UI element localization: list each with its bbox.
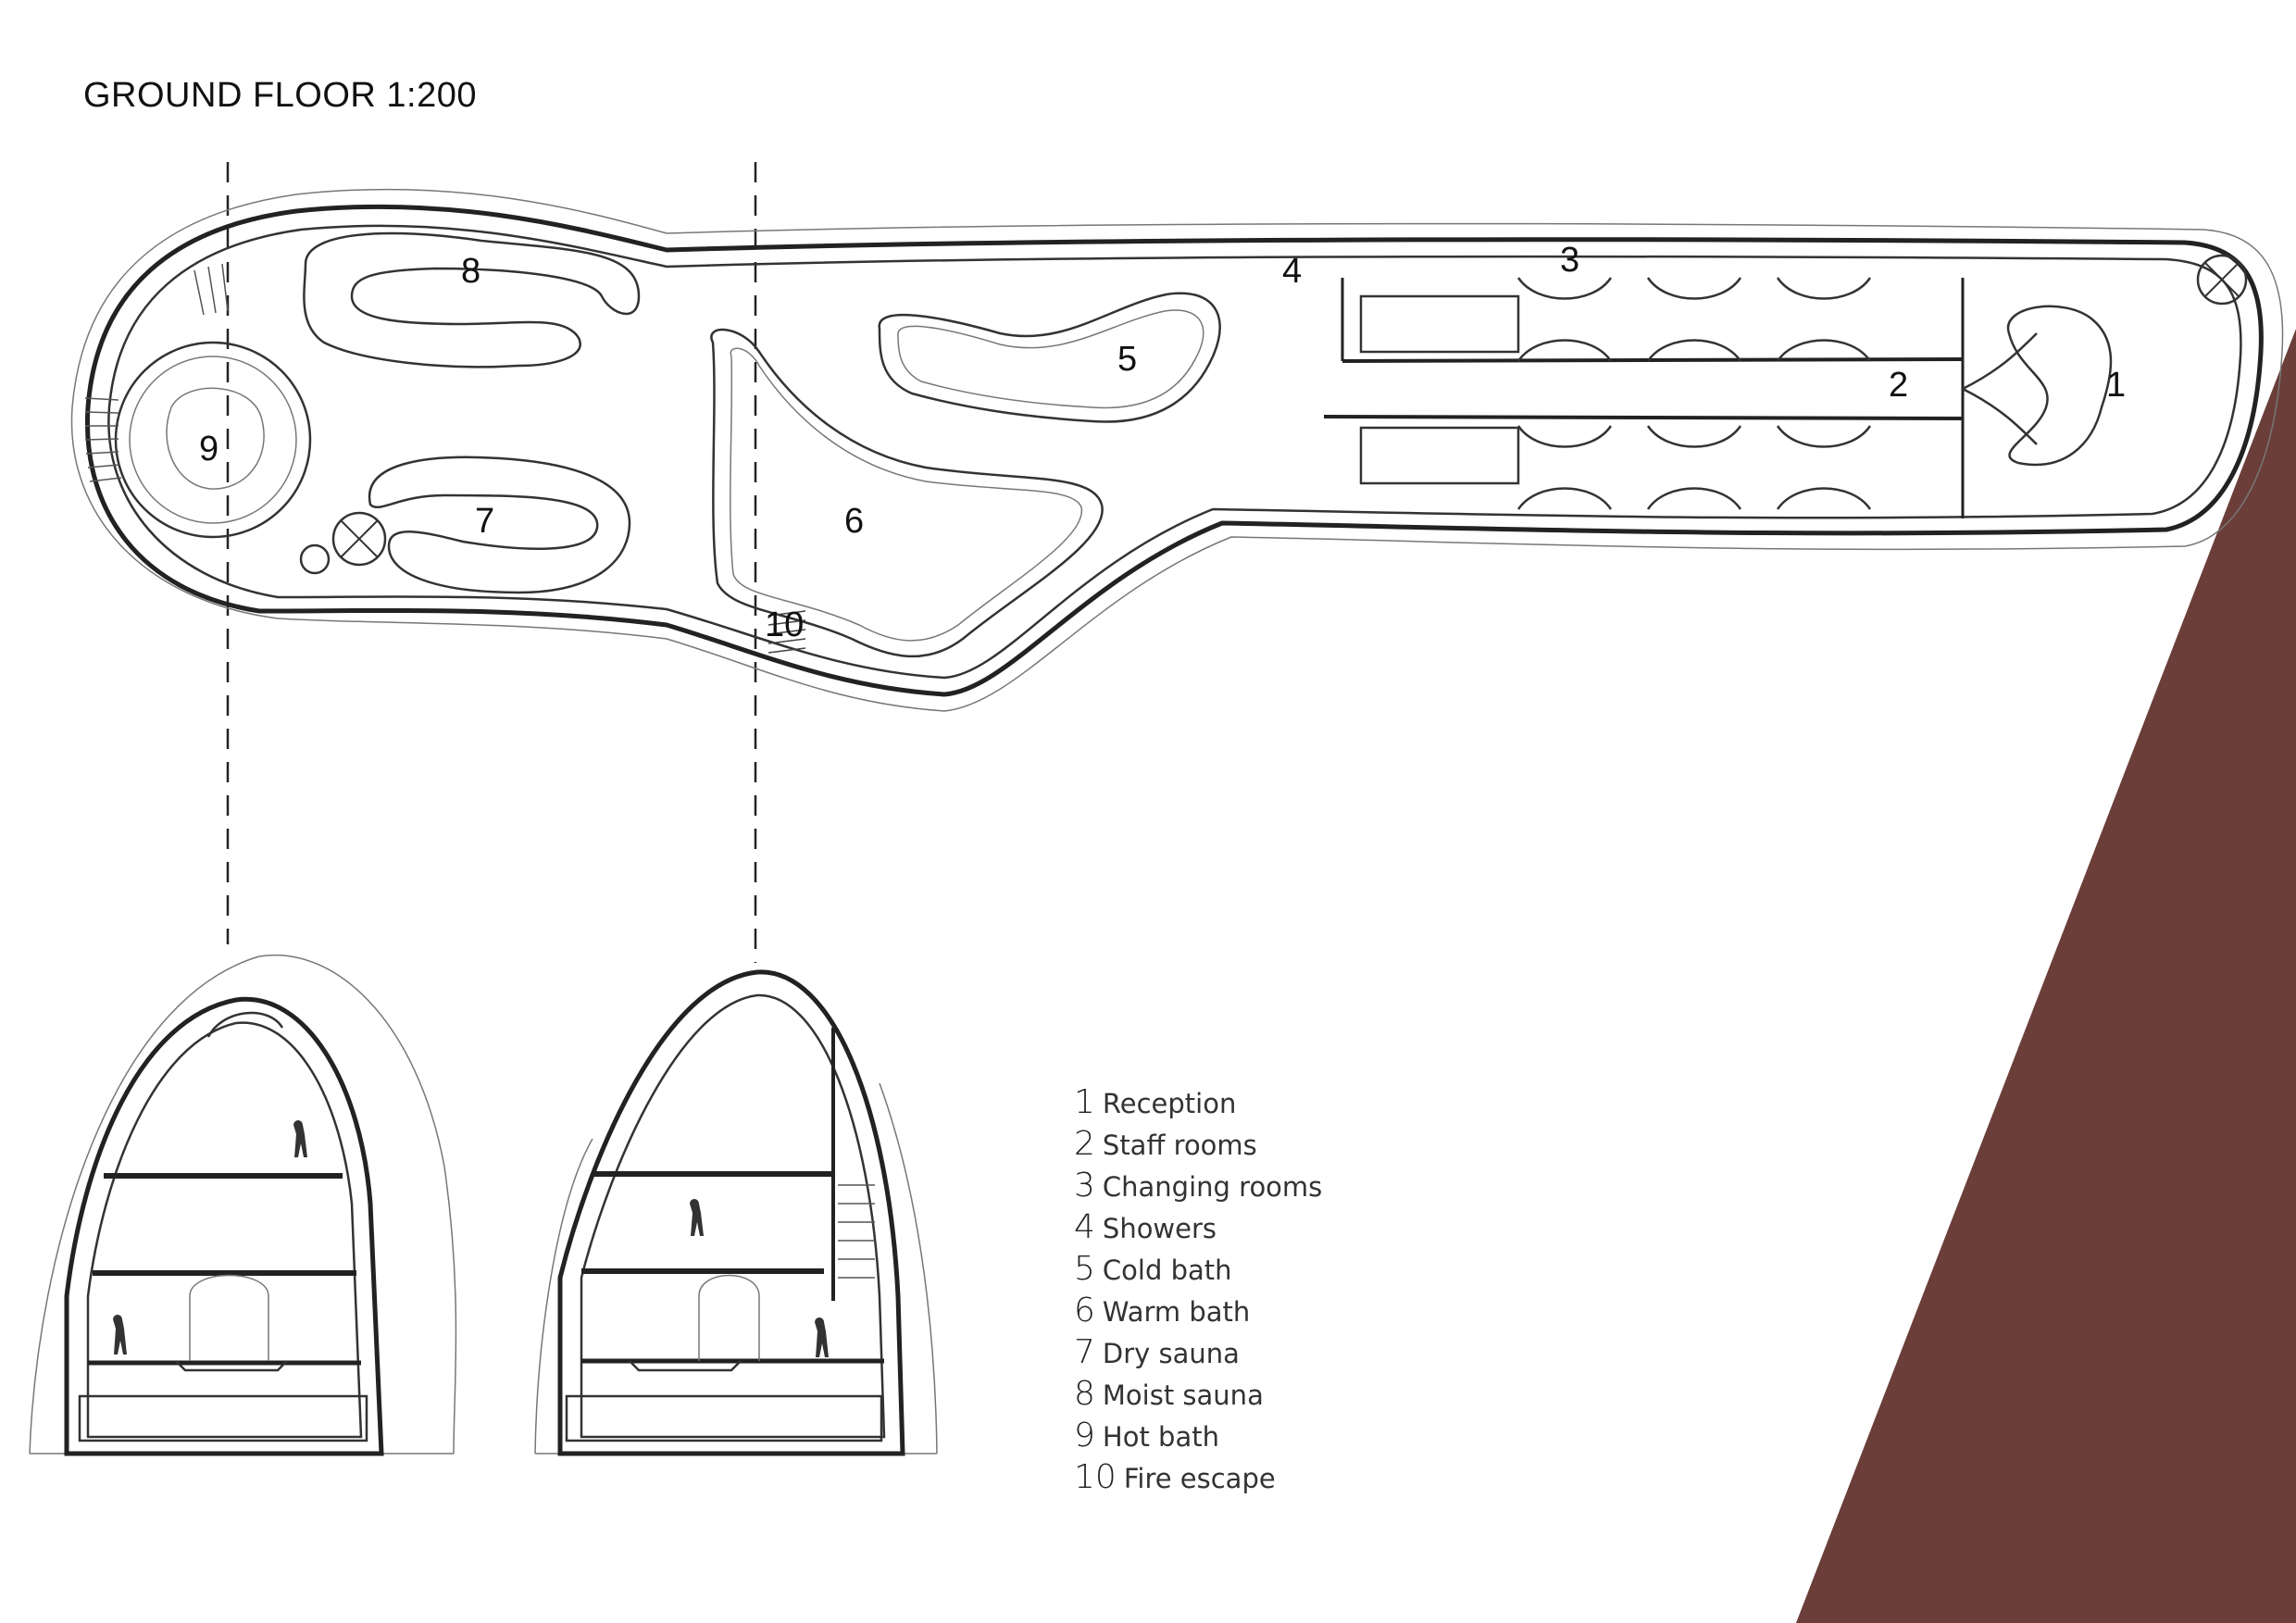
room-label-10: 10 <box>765 606 804 644</box>
entrance-column <box>2196 254 2248 306</box>
legend-number: 1 <box>1074 1083 1095 1121</box>
plan-wall-inner <box>107 224 2242 680</box>
floor-plan <box>70 188 2284 712</box>
column-cross-b <box>340 519 379 558</box>
section-a <box>29 954 457 1456</box>
changing-cubicles <box>1516 277 1872 510</box>
person-figure-b1 <box>690 1199 704 1236</box>
section-a-shell-inner <box>86 1021 363 1439</box>
legend-number: 9 <box>1074 1417 1095 1454</box>
dry-sauna-bench <box>368 456 631 594</box>
person-figure-b2 <box>815 1317 829 1357</box>
room-labels: 1 2 3 4 5 6 7 8 9 10 <box>199 241 2126 644</box>
reception-desk <box>2006 305 2113 467</box>
legend-label: Changing rooms <box>1102 1171 1323 1203</box>
legend-number: 3 <box>1074 1167 1095 1205</box>
legend-number: 6 <box>1074 1292 1095 1330</box>
legend-label: Hot bath <box>1102 1421 1219 1453</box>
shower-block-top <box>1359 294 1520 354</box>
legend-number: 10 <box>1074 1458 1117 1496</box>
column-small-b <box>331 511 387 567</box>
person-figure-a1 <box>293 1120 307 1157</box>
hot-bath-ring-outer <box>114 341 312 539</box>
section-b-pool-steps <box>629 1360 742 1372</box>
page-title: GROUND FLOOR 1:200 <box>83 76 477 115</box>
hot-bath-ring-inner <box>129 356 297 524</box>
room-label-7: 7 <box>475 502 494 541</box>
section-a-terrain <box>29 954 457 1454</box>
room-label-6: 6 <box>844 502 864 541</box>
legend-label: Fire escape <box>1123 1463 1276 1494</box>
legend-label: Staff rooms <box>1102 1130 1257 1161</box>
legend-number: 7 <box>1074 1333 1095 1371</box>
cold-bath-pool <box>878 292 1221 423</box>
plan-wall-outer <box>84 204 2264 697</box>
room-label-3: 3 <box>1560 241 1579 280</box>
warm-bath-pool-inner <box>730 347 1082 642</box>
legend-label: Reception <box>1102 1088 1237 1119</box>
section-a-pool-steps <box>175 1360 288 1372</box>
section-b-arch <box>698 1274 760 1361</box>
plan-outer-wall <box>70 188 2284 712</box>
room-label-4: 4 <box>1282 252 1302 291</box>
stair-left <box>84 263 229 482</box>
person-figure-a2 <box>113 1315 127 1355</box>
section-a-skylight <box>206 1011 284 1038</box>
legend-number: 2 <box>1074 1125 1095 1163</box>
section-b-terrain <box>534 1082 938 1454</box>
legend-label: Showers <box>1102 1213 1217 1244</box>
section-b-stair <box>838 1184 875 1279</box>
changing-corridor-wall-top <box>1341 357 1964 363</box>
staff-room-wall <box>1962 332 2038 445</box>
legend-number: 5 <box>1074 1250 1095 1288</box>
room-label-9: 9 <box>199 430 218 468</box>
room-label-2: 2 <box>1889 366 1908 405</box>
section-a-shell <box>64 996 384 1456</box>
cold-bath-pool-inner <box>897 309 1204 409</box>
section-b <box>534 969 938 1456</box>
legend-label: Moist sauna <box>1102 1380 1264 1411</box>
room-label-5: 5 <box>1117 340 1137 379</box>
warm-bath-pool <box>710 328 1104 658</box>
room-label-8: 8 <box>461 252 480 291</box>
legend-label: Cold bath <box>1102 1255 1232 1286</box>
section-b-shell <box>557 969 905 1456</box>
changing-corridor-wall-bottom <box>1323 415 1964 420</box>
fire-escape-stair <box>767 610 806 654</box>
shower-block-bottom <box>1359 426 1520 485</box>
section-b-basement <box>565 1394 883 1442</box>
room-label-1: 1 <box>2106 366 2126 405</box>
section-a-basement <box>78 1394 368 1442</box>
hot-bath-pool <box>166 387 265 490</box>
column-small-a <box>299 543 331 575</box>
moist-sauna-bench <box>303 231 641 368</box>
section-b-shell-inner <box>580 993 886 1439</box>
section-a-arch <box>189 1274 269 1361</box>
entrance-cross-b <box>2204 262 2240 297</box>
legend-number: 8 <box>1074 1375 1095 1413</box>
legend-label: Warm bath <box>1102 1296 1251 1328</box>
legend-label: Dry sauna <box>1102 1338 1240 1369</box>
accent-triangle <box>1796 329 2296 1623</box>
legend-number: 4 <box>1074 1208 1095 1246</box>
